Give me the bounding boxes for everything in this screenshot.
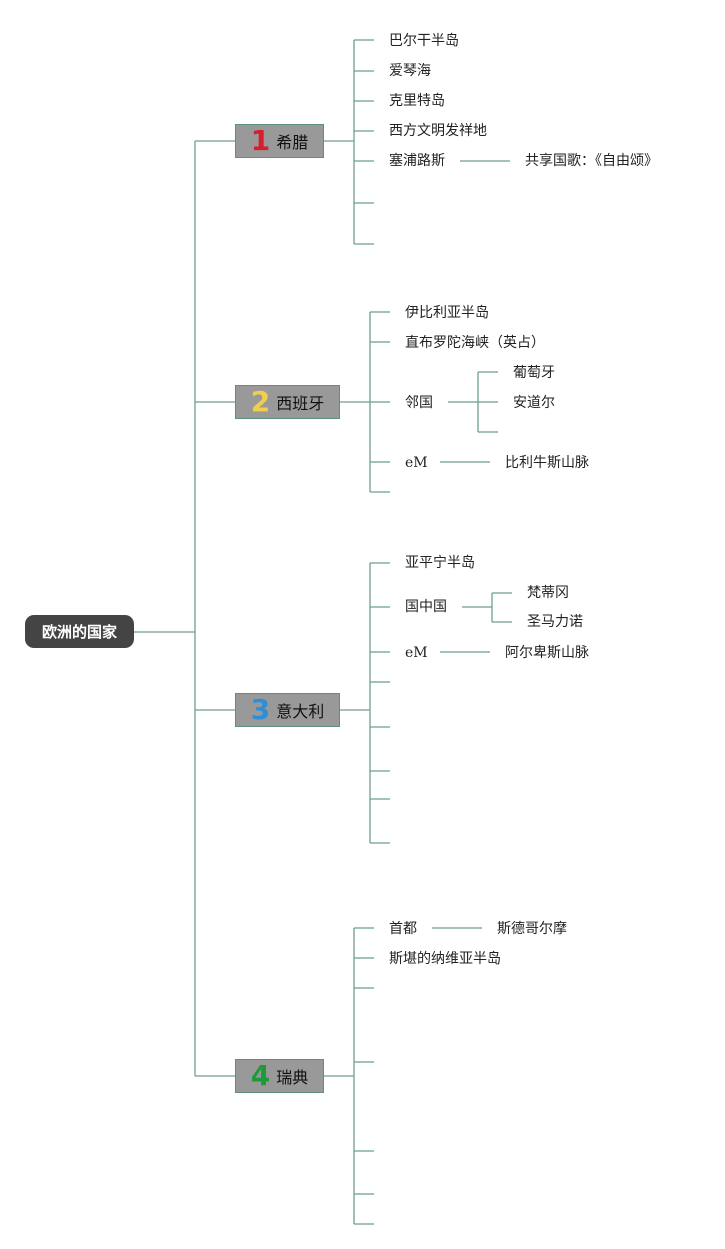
country-node-greece[interactable]: 1 希腊 bbox=[235, 124, 324, 158]
leaf-node[interactable]: 塞浦路斯 bbox=[389, 153, 445, 169]
leaf-node[interactable]: 亚平宁半岛 bbox=[405, 555, 475, 571]
leaf-node[interactable]: 巴尔干半岛 bbox=[389, 33, 459, 49]
leaf-node-em[interactable]: eM bbox=[405, 645, 428, 661]
root-label: 欧洲的国家 bbox=[41, 623, 117, 641]
country-node-italy[interactable]: 3 意大利 bbox=[235, 693, 340, 727]
leaf-node-enclaves[interactable]: 国中国 bbox=[405, 599, 447, 615]
leaf-node[interactable]: 西方文明发祥地 bbox=[389, 123, 487, 139]
leaf-node[interactable]: 爱琴海 bbox=[389, 63, 431, 79]
country-node-spain[interactable]: 2 西班牙 bbox=[235, 385, 340, 419]
leaf-node[interactable]: 葡萄牙 bbox=[513, 365, 555, 381]
leaf-node[interactable]: 安道尔 bbox=[513, 395, 555, 411]
leaf-node-capital[interactable]: 斯德哥尔摩 bbox=[497, 921, 567, 937]
number-badge: 1 bbox=[250, 124, 271, 157]
leaf-node[interactable]: 直布罗陀海峡（英占） bbox=[405, 335, 545, 351]
leaf-node[interactable]: 伊比利亚半岛 bbox=[405, 305, 489, 321]
country-label: 西班牙 bbox=[276, 394, 325, 413]
number-badge: 4 bbox=[250, 1059, 271, 1092]
leaf-node[interactable]: 梵蒂冈 bbox=[527, 585, 569, 601]
country-label: 希腊 bbox=[276, 133, 309, 152]
leaf-node-capital-label[interactable]: 首都 bbox=[389, 921, 417, 937]
leaf-node[interactable]: 斯堪的纳维亚半岛 bbox=[389, 951, 501, 967]
leaf-node-anthem[interactable]: 共享国歌：《自由颂》 bbox=[525, 153, 658, 169]
number-badge: 2 bbox=[250, 385, 271, 418]
leaf-node[interactable]: 圣马力诺 bbox=[527, 614, 583, 630]
leaf-node-mountain[interactable]: 比利牛斯山脉 bbox=[505, 455, 589, 471]
number-badge: 3 bbox=[250, 693, 271, 726]
leaf-node-mountain[interactable]: 阿尔卑斯山脉 bbox=[505, 645, 589, 661]
leaf-node-neighbors[interactable]: 邻国 bbox=[405, 395, 433, 411]
leaf-node[interactable]: 克里特岛 bbox=[389, 93, 445, 109]
country-label: 瑞典 bbox=[276, 1068, 309, 1087]
country-label: 意大利 bbox=[276, 702, 325, 721]
leaf-node-em[interactable]: eM bbox=[405, 455, 428, 471]
root-node[interactable]: 欧洲的国家 bbox=[25, 615, 134, 648]
country-node-sweden[interactable]: 4 瑞典 bbox=[235, 1059, 324, 1093]
